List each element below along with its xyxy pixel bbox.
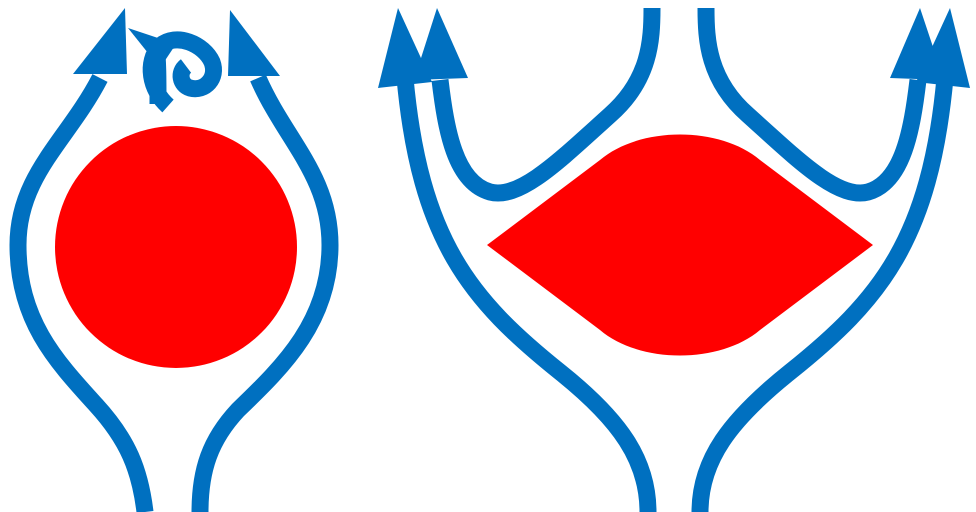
left-panel (18, 8, 330, 512)
left-panel-right-arrowhead (228, 10, 280, 76)
right-panel-inner-left-arrowhead (414, 8, 468, 80)
left-circle-obstacle (55, 126, 297, 368)
wake-vortex-tail (156, 44, 158, 104)
left-panel-left-arrowhead (73, 8, 127, 74)
right-panel (378, 8, 970, 512)
